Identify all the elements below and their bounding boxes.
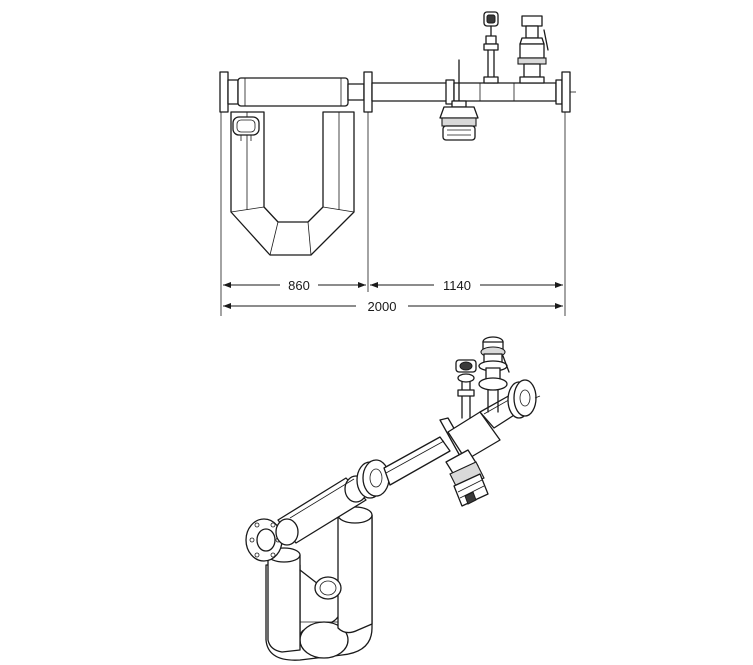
measuring-tube-loop [230, 111, 355, 256]
iso-left-riser [267, 547, 301, 653]
junction-box [232, 116, 260, 141]
isometric-view [245, 336, 541, 661]
iso-straight-pipe [383, 436, 451, 486]
dimension-label-860: 860 [288, 278, 310, 293]
iso-pressure-transmitter [455, 359, 477, 419]
iso-junction-box [299, 569, 342, 600]
valve-actuator [439, 59, 479, 141]
dimension-2000: 2000 [223, 299, 563, 314]
dimension-label-1140: 1140 [443, 278, 471, 293]
left-inlet-flange [219, 71, 239, 113]
sensor-housing-tube [237, 71, 373, 113]
dimension-label-2000: 2000 [368, 299, 397, 314]
iso-outlet-flange [507, 379, 541, 419]
iso-right-riser [337, 506, 373, 634]
extension-lines [220, 112, 566, 316]
iso-valve-actuator [445, 449, 489, 507]
iso-temperature-transmitter [478, 336, 510, 413]
pressure-transmitter [483, 11, 499, 84]
iso-inlet-flange [245, 518, 283, 562]
iso-middle-flange [356, 459, 390, 499]
iso-sensor-housing [275, 475, 368, 546]
straight-pipe-run [371, 71, 576, 113]
front-elevation-view: 860 1140 2000 [219, 11, 576, 316]
dimension-860: 860 [223, 278, 366, 293]
temperature-transmitter [517, 15, 549, 84]
dimension-1140: 1140 [370, 278, 563, 293]
